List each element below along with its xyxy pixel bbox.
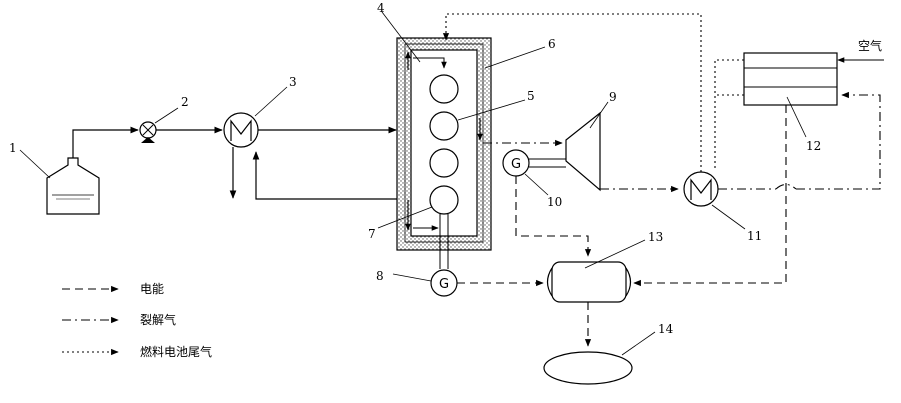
electric-line-gen10 [516,176,588,256]
label-8: 8 [376,269,384,283]
label-6: 6 [548,37,556,51]
leader-line-2 [155,108,178,123]
legend: 电能 裂解气 燃料电池尾气 [62,282,212,359]
label-1: 1 [9,141,17,155]
leader-line-1 [20,150,50,178]
feed-pipe-1 [73,130,138,158]
label-12: 12 [806,139,821,153]
label-7: 7 [368,227,376,241]
turbine [566,113,600,190]
legend-exhaust-label: 燃料电池尾气 [140,344,212,359]
generator-10-label: G [511,157,521,172]
legend-cracked-gas-label: 裂解气 [140,312,176,327]
cylinder-3 [430,149,458,177]
pump [140,122,156,143]
leader-line-10 [525,174,548,195]
label-5: 5 [527,89,535,103]
cylinder-4 [430,186,458,214]
load [544,352,632,384]
leader-line-3 [255,87,287,116]
label-14: 14 [658,322,674,336]
leader-line-6 [485,47,545,68]
label-4: 4 [377,1,385,15]
leader-line-14 [622,332,655,355]
fuel-tank [47,158,99,214]
air-label: 空气 [858,38,882,53]
fuel-cell-stack [744,53,837,105]
legend-electric-label: 电能 [140,282,164,296]
cylinder-1 [430,75,458,103]
leader-line-8 [393,274,431,281]
generator-8-label: G [439,277,449,292]
label-13: 13 [648,230,663,244]
power-unit [548,262,631,302]
label-9: 9 [609,90,617,104]
cylinder-2 [430,112,458,140]
engine-block [397,38,491,250]
leader-line-11 [712,205,745,229]
generator-8: G [431,270,457,296]
label-11: 11 [747,229,762,243]
exhaust-fuelcell-out [715,60,744,168]
generator-10: G [503,150,529,176]
label-10: 10 [547,195,562,209]
heat-exchanger-11 [684,172,718,206]
label-2: 2 [181,95,189,109]
heat-exchanger-3 [224,113,258,147]
label-3: 3 [289,75,297,89]
